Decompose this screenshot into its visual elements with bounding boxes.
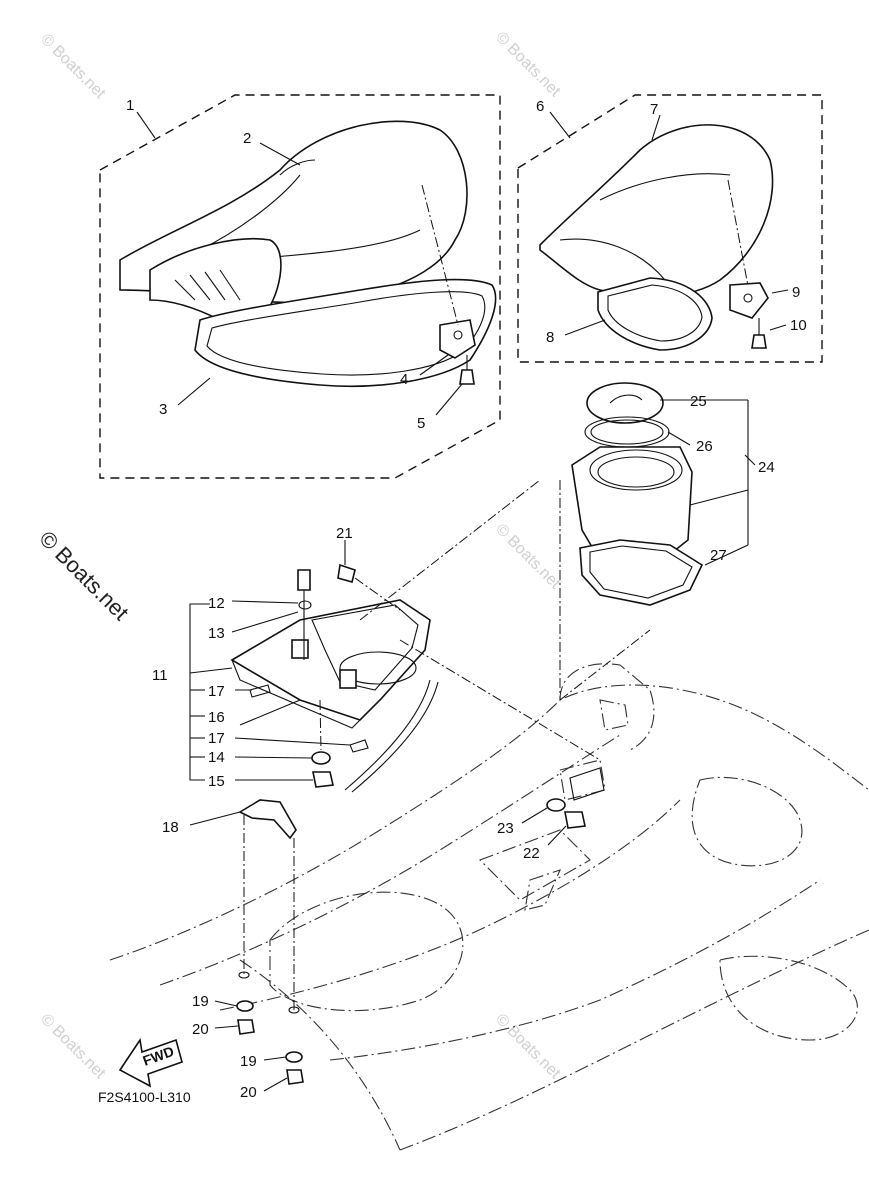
callout-4: 4	[400, 371, 408, 388]
callout-1: 1	[126, 97, 134, 114]
bucket-carrier-part	[230, 479, 651, 793]
callout-17-b: 17	[208, 730, 225, 747]
seat-1-boundary	[99, 94, 501, 479]
seat-6-boundary	[517, 94, 823, 363]
callout-13: 13	[208, 625, 225, 642]
callout-23: 23	[497, 820, 514, 837]
callout-19-a: 19	[192, 993, 209, 1010]
callout-12: 12	[208, 595, 225, 612]
reference-code: F2S4100-L310	[98, 1089, 191, 1105]
callout-17-a: 17	[208, 683, 225, 700]
callout-leaders	[136, 111, 789, 1092]
callout-26: 26	[696, 438, 713, 455]
callout-24: 24	[758, 459, 775, 476]
callout-14: 14	[208, 749, 225, 766]
callout-5: 5	[417, 415, 425, 432]
watermark-side: © Boats.net	[34, 526, 133, 625]
callout-labels: 1 2 3 4 5 6 7 8 9 10 11 12 13 14 15 16 1…	[126, 97, 807, 1101]
watermark-middle: © Boats.net	[492, 521, 564, 593]
watermark-bottom-right: © Boats.net	[492, 1011, 564, 1083]
callout-11: 11	[152, 667, 168, 684]
callout-10: 10	[790, 317, 807, 334]
callout-6: 6	[536, 98, 544, 115]
fwd-arrow-icon	[118, 1037, 183, 1088]
watermark-top-left: © Boats.net	[37, 31, 109, 103]
fwd-indicator: FWD	[118, 1037, 183, 1088]
callout-16: 16	[208, 709, 225, 726]
callout-2: 2	[243, 130, 251, 147]
callout-20-b: 20	[240, 1084, 257, 1101]
watermark-top-right: © Boats.net	[492, 29, 564, 101]
callout-21: 21	[336, 525, 353, 542]
hull-outline	[109, 663, 869, 1151]
watermark-bottom-left: © Boats.net	[37, 1011, 109, 1083]
callout-19-b: 19	[240, 1053, 257, 1070]
callout-15: 15	[208, 773, 225, 790]
storage-bucket-part	[571, 382, 704, 606]
callout-18: 18	[162, 819, 179, 836]
callout-27: 27	[710, 547, 727, 564]
hardware-parts	[236, 767, 605, 1085]
callout-9: 9	[792, 284, 800, 301]
callout-25: 25	[690, 393, 707, 410]
seat-6-part	[539, 124, 774, 351]
callout-20-a: 20	[192, 1021, 209, 1038]
callout-8: 8	[546, 329, 554, 346]
callout-3: 3	[159, 401, 167, 418]
seat-1-part	[119, 120, 497, 388]
callout-7: 7	[650, 101, 658, 118]
callout-22: 22	[523, 845, 540, 862]
